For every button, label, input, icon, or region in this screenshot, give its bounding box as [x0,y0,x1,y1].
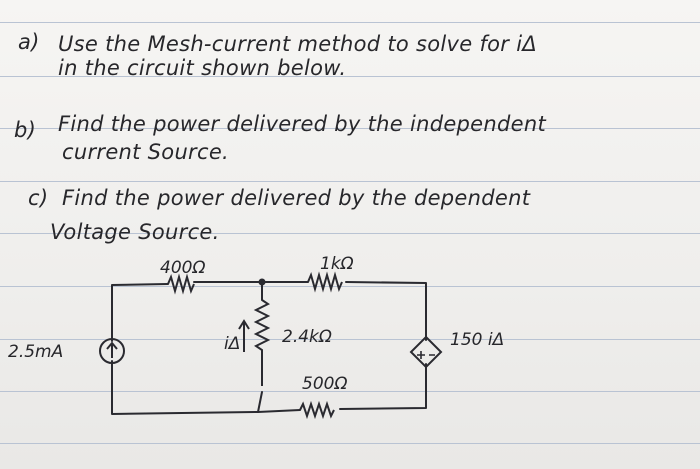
r-bottom-label: 500Ω [302,374,348,394]
question-c-label: c) [28,186,49,210]
wire-bottom-left [111,360,301,415]
ruled-line [0,76,700,77]
resistor-2k4-symbol [253,299,271,386]
current-source-arrow-icon [106,341,118,358]
question-a-line-2: in the circuit shown below. [58,56,347,80]
branch-current-label: iΔ [224,334,241,354]
ruled-line [0,22,700,23]
current-source-label: 2.5mA [8,342,64,362]
wire-top-right-b [345,281,427,341]
ruled-line [0,233,700,234]
question-a-label: a) [18,30,40,54]
wire-left-top [111,283,169,342]
r-top-left-label: 400Ω [160,258,206,278]
r-middle-label: 2.4kΩ [282,327,332,347]
node-dot [258,278,266,286]
current-source-symbol [99,338,125,364]
ruled-line [0,128,700,129]
question-c-line-2: Voltage Source. [50,220,220,244]
question-a-line-1: Use the Mesh-current method to solve for… [58,32,538,56]
question-b-line-1: Find the power delivered by the independ… [58,112,546,136]
resistor-1k-symbol [307,271,343,293]
question-b-line-2: current Source. [62,140,230,164]
resistor-400-symbol [167,273,195,295]
ruled-line [0,339,700,340]
wire-bottom-right [339,363,427,410]
question-b-label: b) [14,118,37,142]
polarity-icon [417,351,435,359]
ruled-line [0,181,700,182]
ruled-line [0,443,700,444]
dependent-source-symbol [409,335,443,369]
r-top-right-label: 1kΩ [320,254,354,274]
resistor-500-symbol [299,400,335,420]
ruled-line [0,286,700,287]
dependent-source-label: 150 iΔ [450,330,505,350]
ruled-line [0,391,700,392]
branch-current-arrow-icon [238,319,250,352]
question-c-line-1: Find the power delivered by the dependen… [62,186,531,210]
wire-middle-lower [257,391,263,413]
